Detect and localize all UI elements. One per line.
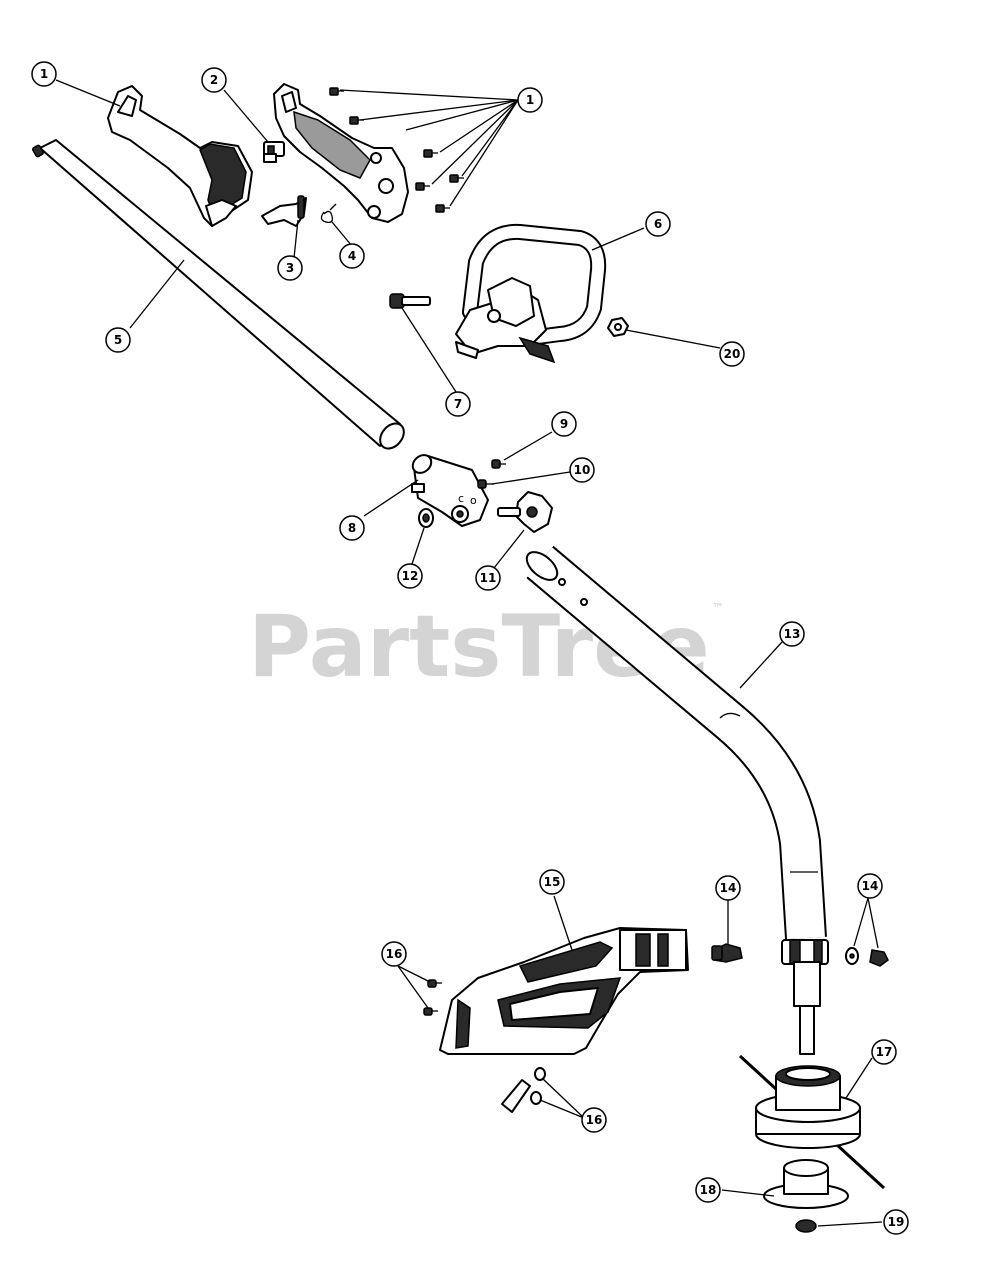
callout-label: 11: [480, 571, 497, 585]
watermark-trademark: ™: [712, 601, 724, 615]
callout-9: 9: [551, 411, 577, 437]
callout-label: 1: [526, 93, 534, 107]
callout-14a: 14: [715, 875, 741, 901]
screw-d: [415, 182, 430, 191]
pin-part-10: [477, 479, 494, 489]
callout-2: 2: [201, 67, 227, 93]
callout-label: 8: [348, 521, 356, 535]
callout-label: 4: [348, 249, 356, 263]
callout-4: 4: [339, 243, 365, 269]
callout-11: 11: [475, 565, 501, 591]
callout-16b: 16: [581, 1107, 607, 1133]
switch-part: [263, 141, 285, 163]
callout-label: 20: [724, 347, 741, 361]
callout-label: 18: [700, 1183, 717, 1197]
callout-label: 14: [862, 879, 879, 893]
callout-label: 17: [876, 1045, 893, 1059]
screw-a: [329, 87, 344, 96]
lower-curved-shaft: [525, 545, 829, 1055]
nut-part-20: [607, 317, 629, 337]
callout-18: 18: [695, 1177, 721, 1203]
callout-20: 20: [719, 341, 745, 367]
callout-1b: 1: [517, 87, 543, 113]
bolt-part: [389, 293, 431, 309]
callout-label: 9: [560, 417, 568, 431]
screw-b: [349, 116, 364, 125]
callout-label: 1: [40, 67, 48, 81]
handle-housing-right: [273, 83, 409, 223]
coupler-part: c o: [411, 454, 489, 527]
leader-lines: [55, 79, 883, 1227]
callout-label: 14: [720, 881, 737, 895]
throttle-trigger-part: [261, 195, 307, 227]
upper-shaft-tube: [32, 139, 405, 450]
callout-12: 12: [397, 563, 423, 589]
callout-label: 10: [574, 463, 591, 477]
screw-f: [435, 204, 450, 213]
spool-cap-part: [763, 1159, 849, 1209]
callout-15: 15: [539, 869, 565, 895]
washer-screw-part-14-right: [845, 947, 889, 967]
callout-7: 7: [445, 391, 471, 417]
trimmer-head-part: [738, 1054, 886, 1190]
callout-14b: 14: [857, 873, 883, 899]
callout-13: 13: [779, 621, 805, 647]
trimmer-guard-part: [439, 927, 689, 1055]
nut-part-12: [418, 508, 434, 528]
callout-label: 6: [654, 217, 662, 231]
screw-c: [423, 149, 438, 158]
callout-16a: 16: [381, 941, 407, 967]
screw-part-19: [795, 1219, 817, 1233]
callout-19: 19: [883, 1209, 909, 1235]
callout-label: 5: [114, 333, 122, 347]
callout-label: 12: [402, 569, 419, 583]
callout-5: 5: [105, 327, 131, 353]
screw-e: [449, 174, 464, 183]
callout-8: 8: [339, 515, 365, 541]
callout-3: 3: [277, 255, 303, 281]
callout-label: 19: [888, 1215, 905, 1229]
screw-part-14-left: [711, 943, 743, 963]
callout-label: 3: [286, 261, 294, 275]
callout-1a: 1: [31, 61, 57, 87]
spring-part: [320, 203, 337, 224]
callout-label: 13: [784, 627, 801, 641]
screw-part-9: [491, 459, 506, 469]
callout-label: 2: [210, 73, 218, 87]
svg-text:o: o: [470, 494, 477, 507]
knob-part: [497, 491, 553, 533]
handle-housing-left: [107, 85, 253, 227]
callout-label: 15: [544, 875, 561, 889]
assist-handle-part: [455, 223, 607, 364]
callout-10: 10: [569, 457, 595, 483]
callout-6: 6: [645, 211, 671, 237]
callout-label: 7: [454, 397, 462, 411]
callout-label: 16: [386, 947, 403, 961]
callout-17: 17: [871, 1039, 897, 1065]
callout-label: 16: [586, 1113, 603, 1127]
svg-text:c: c: [458, 492, 464, 505]
